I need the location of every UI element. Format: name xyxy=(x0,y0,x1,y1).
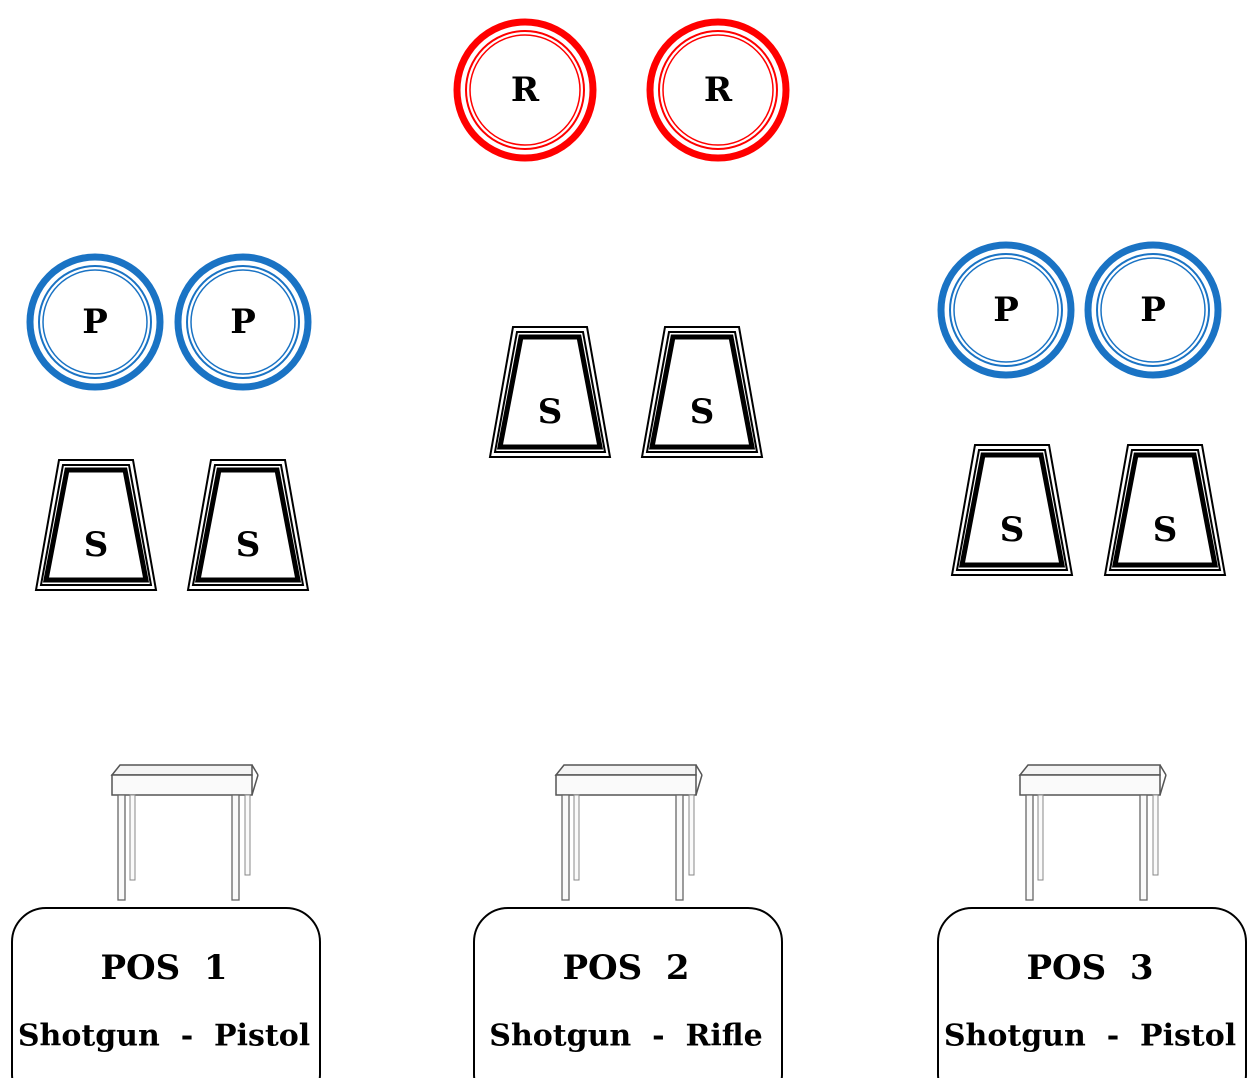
pistol-target: P xyxy=(1084,241,1222,379)
shotgun-target-label: S xyxy=(538,392,563,432)
shotgun-target-label: S xyxy=(1000,510,1025,550)
shotgun-target: S xyxy=(952,445,1072,575)
shotgun-target: S xyxy=(36,460,156,590)
shooting-table-icon xyxy=(111,764,259,901)
shotgun-target: S xyxy=(642,327,762,457)
pistol-target-label: P xyxy=(993,290,1019,330)
pistol-target-label: P xyxy=(1140,290,1166,330)
position-weapons: Shotgun - Pistol xyxy=(18,1019,310,1054)
rifle-target-label: R xyxy=(511,70,540,110)
position-weapons: Shotgun - Pistol xyxy=(944,1019,1236,1054)
pistol-target-label: P xyxy=(230,302,256,342)
pistol-target: P xyxy=(937,241,1075,379)
shotgun-target-label: S xyxy=(1153,510,1178,550)
shooting-table-icon xyxy=(1019,764,1167,901)
shotgun-target: S xyxy=(1105,445,1225,575)
shotgun-target-label: S xyxy=(690,392,715,432)
position-box-1: POS 1 Shotgun - Pistol xyxy=(11,907,321,1078)
position-title: POS 1 xyxy=(100,948,227,988)
rifle-target-label: R xyxy=(704,70,733,110)
position-box-3: POS 3 Shotgun - Pistol xyxy=(937,907,1247,1078)
shotgun-target: S xyxy=(188,460,308,590)
position-weapons: Shotgun - Rifle xyxy=(489,1019,762,1054)
pistol-target: P xyxy=(26,253,164,391)
pistol-target: P xyxy=(174,253,312,391)
position-title: POS 2 xyxy=(562,948,689,988)
position-box-2: POS 2 Shotgun - Rifle xyxy=(473,907,783,1078)
shooting-table-icon xyxy=(555,764,703,901)
shotgun-target: S xyxy=(490,327,610,457)
rifle-target: R xyxy=(646,18,790,162)
shotgun-target-label: S xyxy=(236,525,261,565)
rifle-target: R xyxy=(453,18,597,162)
position-title: POS 3 xyxy=(1026,948,1153,988)
shotgun-target-label: S xyxy=(84,525,109,565)
pistol-target-label: P xyxy=(82,302,108,342)
